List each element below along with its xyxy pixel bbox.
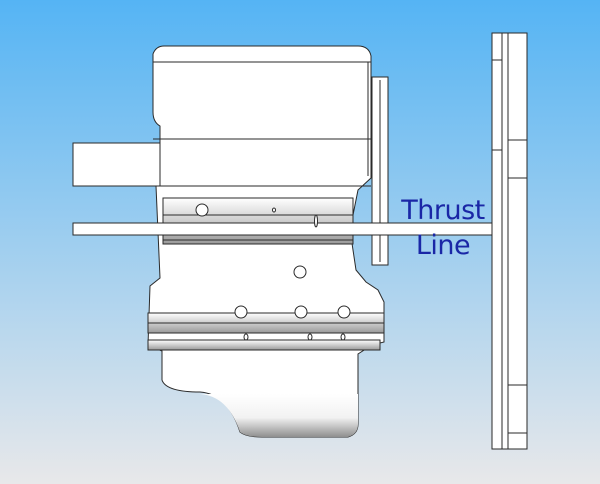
small-hole-2 bbox=[307, 333, 313, 341]
bolt-hole-2 bbox=[293, 265, 307, 279]
sump-shading bbox=[200, 394, 358, 437]
small-hole-3 bbox=[340, 333, 346, 341]
thrust-label-line1: Thrust bbox=[401, 195, 485, 226]
bolt-hole-5 bbox=[337, 305, 351, 319]
small-hole-1 bbox=[243, 333, 249, 341]
crankcase-band-lower bbox=[147, 339, 381, 351]
port-slot bbox=[314, 214, 318, 228]
bolt-hole-3 bbox=[234, 305, 248, 319]
thrust-label-line2: Line bbox=[415, 230, 471, 261]
firewall-lower-block bbox=[507, 384, 528, 450]
tiny-hole bbox=[272, 207, 276, 213]
bolt-hole-1 bbox=[195, 203, 209, 217]
crank-stub bbox=[72, 142, 168, 187]
cylinder-band bbox=[162, 197, 354, 245]
firewall-upper-block bbox=[507, 32, 528, 179]
bolt-hole-4 bbox=[294, 305, 308, 319]
